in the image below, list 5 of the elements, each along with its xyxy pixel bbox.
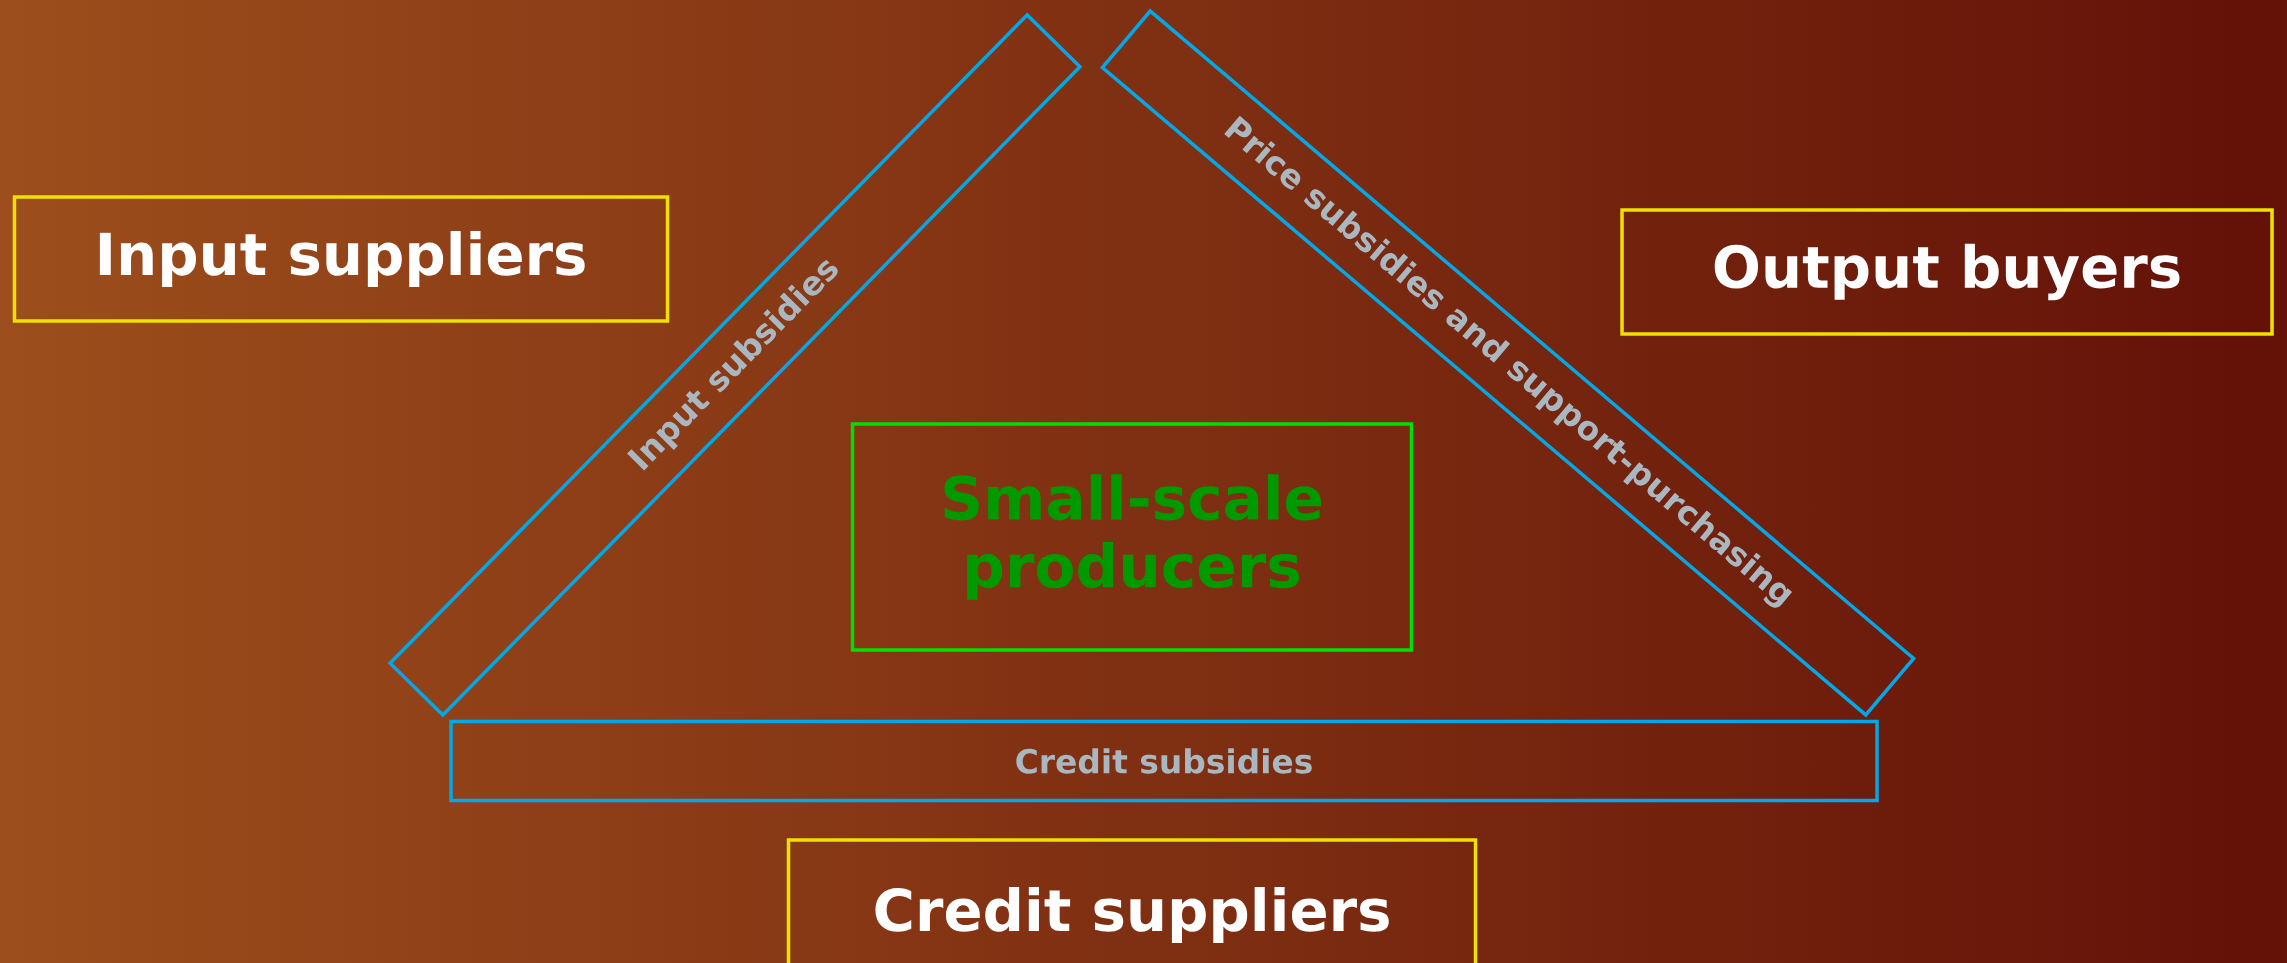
actor-box: Input suppliers	[12, 195, 670, 323]
subsidy-band: Credit subsidies	[449, 719, 1879, 803]
actor-box: Credit suppliers	[786, 838, 1478, 963]
producer-box: Small-scale producers	[850, 422, 1414, 652]
actor-box: Output buyers	[1620, 208, 2274, 336]
